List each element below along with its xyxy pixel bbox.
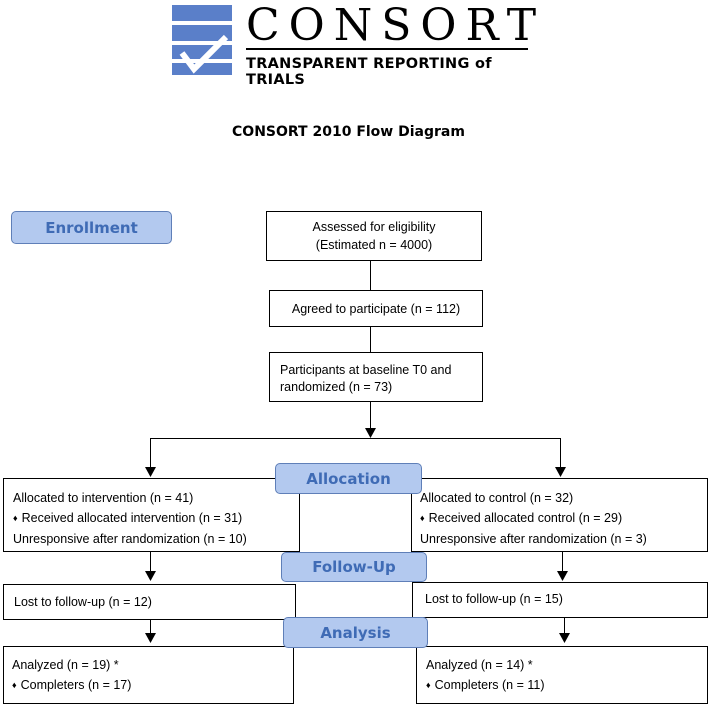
control-completers: Completers (n = 11) (434, 678, 545, 692)
split-line (150, 438, 561, 439)
control-lost: Lost to follow-up (n = 15) (425, 592, 563, 606)
arrowhead-icon (365, 428, 376, 438)
arrowhead-icon (145, 571, 156, 581)
consort-logo: CONSORT TRANSPARENT REPORTING of TRIALS (170, 0, 536, 88)
baseline-box: Participants at baseline T0 and randomiz… (269, 352, 483, 402)
stage-followup: Follow-Up (281, 552, 427, 582)
intervention-lost: Lost to follow-up (n = 12) (14, 595, 152, 609)
arrowhead-icon (145, 633, 156, 643)
connector (564, 618, 565, 634)
consort-logo-mark-icon (172, 5, 232, 75)
intervention-unresponsive: Unresponsive after randomization (n = 10… (13, 532, 247, 546)
control-analyzed: Analyzed (n = 14) * (426, 658, 533, 672)
control-followup-box: Lost to follow-up (n = 15) (412, 582, 708, 618)
agreed-box: Agreed to participate (n = 112) (269, 290, 483, 327)
intervention-followup-box: Lost to follow-up (n = 12) (3, 584, 296, 620)
intervention-completers-item: ♦Completers (n = 17) (12, 675, 293, 696)
logo-rule (246, 48, 528, 50)
stage-enrollment: Enrollment (11, 211, 172, 244)
intervention-completers: Completers (n = 17) (20, 678, 132, 692)
control-received-item: ♦Received allocated control (n = 29) (420, 508, 707, 529)
logo-word: CONSORT (246, 0, 546, 51)
connector (150, 438, 151, 468)
connector (370, 327, 371, 352)
diagram-title: CONSORT 2010 Flow Diagram (232, 124, 465, 140)
control-completers-item: ♦Completers (n = 11) (426, 675, 707, 696)
logo-tagline: TRANSPARENT REPORTING of TRIALS (246, 56, 492, 88)
connector (150, 552, 151, 572)
intervention-analysis-box: Analyzed (n = 19) * ♦Completers (n = 17) (3, 646, 294, 704)
arrowhead-icon (555, 467, 566, 477)
bullet-icon: ♦ (426, 680, 431, 690)
connector (562, 552, 563, 572)
control-unresponsive: Unresponsive after randomization (n = 3) (420, 532, 647, 546)
intervention-allocation-box: Allocated to intervention (n = 41) ♦Rece… (3, 478, 300, 552)
intervention-received-item: ♦Received allocated intervention (n = 31… (13, 508, 299, 529)
assessed-count: (Estimated n = 4000) (315, 238, 433, 252)
control-received: Received allocated control (n = 29) (428, 511, 623, 525)
stage-allocation: Allocation (275, 463, 422, 494)
connector (150, 620, 151, 634)
intervention-allocated: Allocated to intervention (n = 41) (13, 491, 194, 505)
assessed-box: Assessed for eligibility (Estimated n = … (266, 211, 482, 261)
baseline-text: Participants at baseline T0 and (280, 363, 452, 377)
control-allocation-box: Allocated to control (n = 32) ♦Received … (411, 478, 708, 552)
control-allocated: Allocated to control (n = 32) (420, 491, 574, 505)
intervention-analyzed: Analyzed (n = 19) * (12, 658, 119, 672)
baseline-count: randomized (n = 73) (280, 380, 393, 394)
stage-analysis: Analysis (283, 617, 428, 648)
connector (560, 438, 561, 468)
connector (370, 402, 371, 429)
bullet-icon: ♦ (420, 513, 425, 523)
connector (370, 261, 371, 290)
control-analysis-box: Analyzed (n = 14) * ♦Completers (n = 11) (416, 646, 708, 704)
arrowhead-icon (557, 571, 568, 581)
bullet-icon: ♦ (12, 680, 17, 690)
assessed-text: Assessed for eligibility (312, 220, 436, 234)
arrowhead-icon (145, 467, 156, 477)
intervention-received: Received allocated intervention (n = 31) (21, 511, 243, 525)
arrowhead-icon (559, 633, 570, 643)
agreed-text: Agreed to participate (n = 112) (291, 301, 461, 316)
bullet-icon: ♦ (13, 513, 18, 523)
